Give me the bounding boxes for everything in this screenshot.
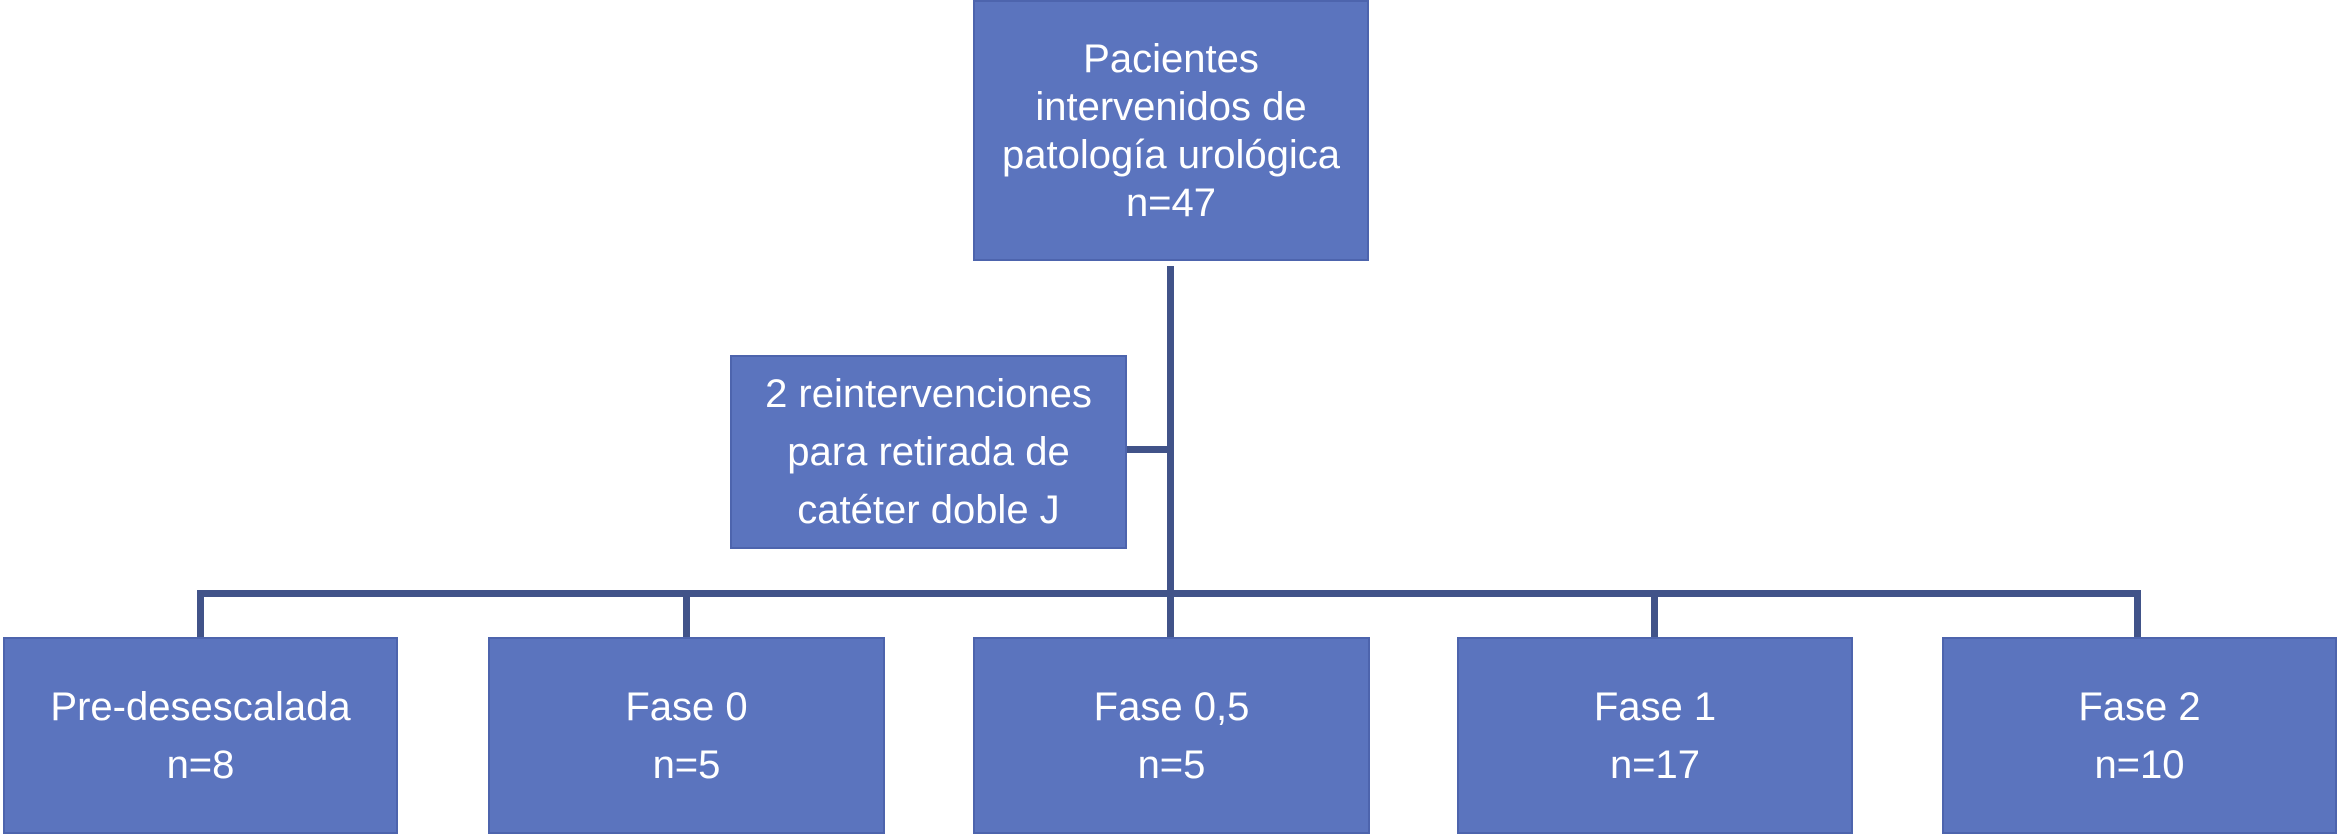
node-leaf-fase-1: Fase 1 n=17 — [1457, 637, 1853, 834]
leaf-label: Pre-desescalada — [50, 684, 351, 729]
leaf-count: n=5 — [652, 742, 721, 787]
node-text-line: intervenidos de — [1035, 84, 1307, 129]
leaf-count: n=5 — [1137, 742, 1206, 787]
connector-tick-fase-1 — [1651, 590, 1658, 637]
leaf-label: Fase 0,5 — [1093, 684, 1250, 729]
leaf-label: Fase 0 — [625, 684, 748, 729]
connector-branch-rail — [197, 590, 2141, 597]
node-text-line: patología urológica — [1001, 132, 1341, 177]
leaf-label: Fase 1 — [1593, 684, 1717, 729]
node-text-line: catéter doble J — [797, 488, 1060, 532]
node-leaf-fase-2: Fase 2 n=10 — [1942, 637, 2337, 834]
leaf-count: n=10 — [2094, 742, 2185, 787]
leaf-label: Fase 2 — [2078, 684, 2201, 729]
connector-tick-pre-desescalada — [197, 590, 204, 637]
connector-tick-fase-2 — [2134, 590, 2141, 637]
node-text-line: 2 reintervenciones — [765, 372, 1092, 416]
node-leaf-pre-desescalada: Pre-desescalada n=8 — [3, 637, 398, 834]
node-sidenote-reintervenciones: 2 reintervenciones para retirada de caté… — [730, 355, 1127, 549]
connector-tick-fase-0 — [683, 590, 690, 637]
node-leaf-fase-0: Fase 0 n=5 — [488, 637, 885, 834]
node-root-pacientes: Pacientes intervenidos de patología urol… — [973, 0, 1369, 261]
node-text-line: Pacientes — [1083, 36, 1259, 81]
node-leaf-fase-0-5: Fase 0,5 n=5 — [973, 637, 1370, 834]
node-count: n=47 — [1125, 180, 1217, 225]
leaf-count: n=8 — [166, 742, 235, 787]
connector-sidenote-stub — [1124, 446, 1174, 453]
node-text-line: para retirada de — [787, 430, 1070, 474]
leaf-count: n=17 — [1609, 742, 1701, 787]
